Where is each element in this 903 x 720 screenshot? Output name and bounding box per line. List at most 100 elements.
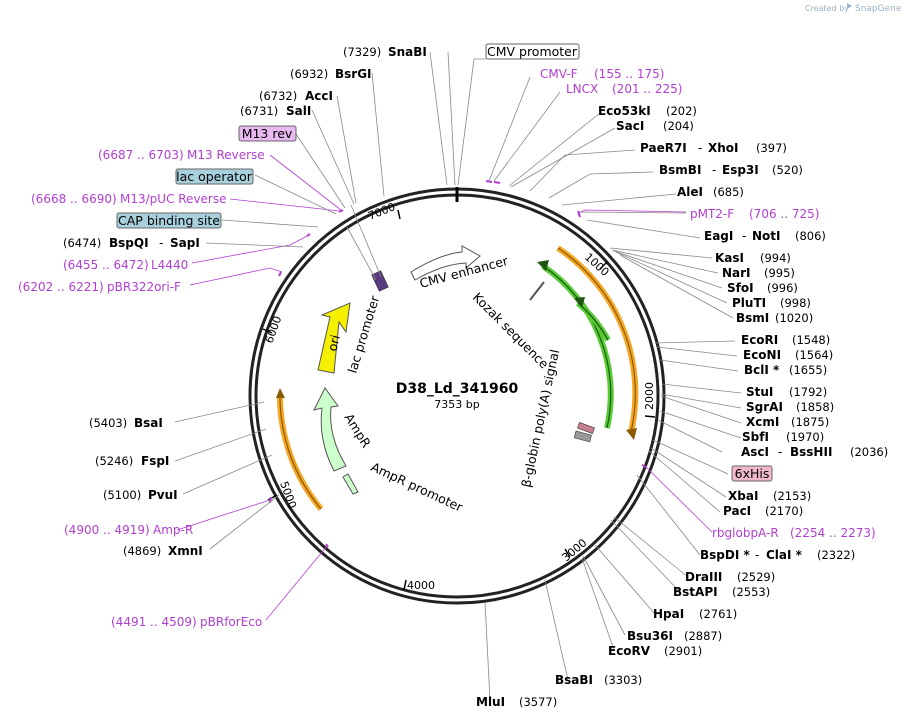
- leader-lines-left: [174, 51, 448, 550]
- orf-green-outer: [537, 260, 614, 429]
- svg-text:rbglobpA-R: rbglobpA-R: [712, 526, 779, 540]
- tick-label-2000: 2000: [643, 382, 656, 410]
- svg-text:Esp3I: Esp3I: [722, 163, 759, 177]
- svg-text:(685): (685): [713, 185, 744, 199]
- svg-text:(2761): (2761): [699, 607, 737, 621]
- enzyme-bsmi: BsmI(1020): [736, 311, 813, 325]
- svg-text:SgrAI: SgrAI: [746, 400, 783, 414]
- svg-text:DraIII: DraIII: [685, 570, 722, 584]
- svg-text:(1655): (1655): [789, 363, 827, 377]
- svg-text:-: -: [159, 236, 163, 250]
- svg-text:LNCX: LNCX: [566, 82, 598, 96]
- enzyme-bstapi: BstAPI (2553): [673, 585, 770, 599]
- enzyme-sfoi: SfoI(996): [727, 281, 798, 295]
- svg-text:(6732): (6732): [259, 89, 297, 103]
- svg-text:EagI: EagI: [704, 229, 733, 243]
- svg-text:BstAPI: BstAPI: [673, 585, 718, 599]
- tick-label-7000: 7000: [366, 200, 397, 223]
- enzyme-bsu36i: Bsu36I(2887): [627, 629, 722, 643]
- svg-text:pBRforEco: pBRforEco: [200, 615, 262, 629]
- svg-text:-: -: [778, 445, 782, 459]
- svg-text:(520): (520): [772, 163, 803, 177]
- svg-text:(2887): (2887): [684, 629, 722, 643]
- svg-text:PvuI: PvuI: [148, 488, 178, 502]
- svg-text:PacI: PacI: [723, 504, 751, 518]
- primer-pbr322ori-f: (6202 .. 6221) pBR322ori-F: [18, 280, 181, 294]
- svg-text:EcoRV: EcoRV: [608, 644, 651, 658]
- svg-text:M13 rev: M13 rev: [242, 126, 293, 141]
- svg-text:BspDI *: BspDI *: [700, 548, 750, 562]
- svg-text:(1548): (1548): [792, 333, 830, 347]
- svg-text:(5403): (5403): [89, 416, 127, 430]
- svg-text:(6455 .. 6472): (6455 .. 6472): [63, 258, 149, 272]
- svg-text:BsrGI: BsrGI: [335, 67, 372, 81]
- ampr-promoter-label: AmpR promoter: [369, 459, 466, 515]
- svg-text:6xHis: 6xHis: [735, 466, 770, 481]
- cmv-promoter-box: CMV promoter: [485, 43, 580, 60]
- cmv-enhancer-arrow: [410, 245, 481, 281]
- enzyme-snabi: (7329)SnaBI: [343, 45, 427, 59]
- enzyme-alei: AleI (685): [677, 185, 744, 199]
- watermark-created-by: Created by: [805, 4, 849, 13]
- svg-text:pBR322ori-F: pBR322ori-F: [107, 280, 181, 294]
- enzyme-pvui: (5100)PvuI: [103, 488, 178, 502]
- svg-text:(2036): (2036): [850, 445, 888, 459]
- svg-text:KasI: KasI: [715, 251, 744, 265]
- enzyme-eco53ki: Eco53kI(202): [598, 104, 697, 118]
- enzyme-acci: (6732) AccI: [259, 89, 333, 103]
- svg-text:(6668 .. 6690): (6668 .. 6690): [31, 192, 117, 206]
- svg-text:Amp-R: Amp-R: [153, 523, 193, 537]
- watermark-brand: SnapGene: [855, 4, 902, 14]
- enzyme-paer7i-xhoi: PaeR7I-XhoI(397): [640, 141, 787, 155]
- enzyme-bsrgi: (6932)BsrGI: [290, 67, 372, 81]
- svg-text:HpaI: HpaI: [653, 607, 684, 621]
- enzyme-bspdi-clai: BspDI *-ClaI *(2322): [700, 548, 855, 562]
- lac-operator-box: lac operator: [175, 168, 254, 185]
- leader-lines-right: [447, 51, 742, 701]
- tick-label-4000: 4000: [407, 579, 435, 592]
- enzyme-bsai: (5403)BsaI: [89, 416, 163, 430]
- svg-text:(806): (806): [795, 229, 826, 243]
- svg-text:lac operator: lac operator: [176, 169, 253, 184]
- svg-text:(4869): (4869): [123, 544, 161, 558]
- kozak-marker: [529, 281, 545, 301]
- m13-rev-box: M13 rev: [238, 125, 297, 142]
- enzyme-xmni: (4869) XmnI: [123, 544, 203, 558]
- enzyme-sgrai: SgrAI (1858): [746, 400, 834, 414]
- kozak-label: Kozak sequence: [470, 290, 552, 372]
- svg-text:CMV-F: CMV-F: [540, 67, 578, 81]
- primer-pmt2-f: pMT2-F (706 .. 725): [690, 207, 819, 221]
- svg-text:(2553): (2553): [732, 585, 770, 599]
- svg-text:(6687 .. 6703): (6687 .. 6703): [98, 148, 184, 162]
- enzyme-saci: SacI(204): [616, 119, 694, 133]
- svg-text:(2170): (2170): [765, 504, 803, 518]
- svg-text:AleI: AleI: [677, 185, 703, 199]
- svg-text:(201 .. 225): (201 .. 225): [612, 82, 682, 96]
- ampr-label: AmpR: [341, 411, 374, 451]
- svg-text:(7329): (7329): [343, 45, 381, 59]
- svg-text:(6474): (6474): [63, 236, 101, 250]
- lac-region-marker: [371, 270, 389, 292]
- svg-text:(3577): (3577): [519, 695, 557, 709]
- svg-text:AscI: AscI: [741, 445, 769, 459]
- svg-text:AccI: AccI: [305, 89, 333, 103]
- svg-text:XhoI: XhoI: [708, 141, 739, 155]
- svg-text:(706 .. 725): (706 .. 725): [749, 207, 819, 221]
- enzyme-ecori: EcoRI(1548): [741, 333, 830, 347]
- svg-text:(995): (995): [764, 266, 795, 280]
- svg-text:BclI *: BclI *: [744, 363, 780, 377]
- svg-text:Eco53kI: Eco53kI: [598, 104, 651, 118]
- svg-text:XmnI: XmnI: [168, 544, 203, 558]
- svg-text:(3303): (3303): [604, 673, 642, 687]
- svg-text:(994): (994): [760, 251, 791, 265]
- enzyme-ecorv: EcoRV(2901): [608, 644, 702, 658]
- enzyme-paci: PacI (2170): [723, 504, 803, 518]
- six-his-box: 6xHis: [731, 465, 773, 482]
- svg-text:ClaI *: ClaI *: [766, 548, 803, 562]
- svg-text:(1858): (1858): [796, 400, 834, 414]
- enzyme-xbai: XbaI(2153): [728, 489, 811, 503]
- enzyme-kasi: KasI (994): [715, 251, 791, 265]
- svg-text:MluI: MluI: [476, 695, 505, 709]
- svg-text:CMV promoter: CMV promoter: [487, 44, 578, 59]
